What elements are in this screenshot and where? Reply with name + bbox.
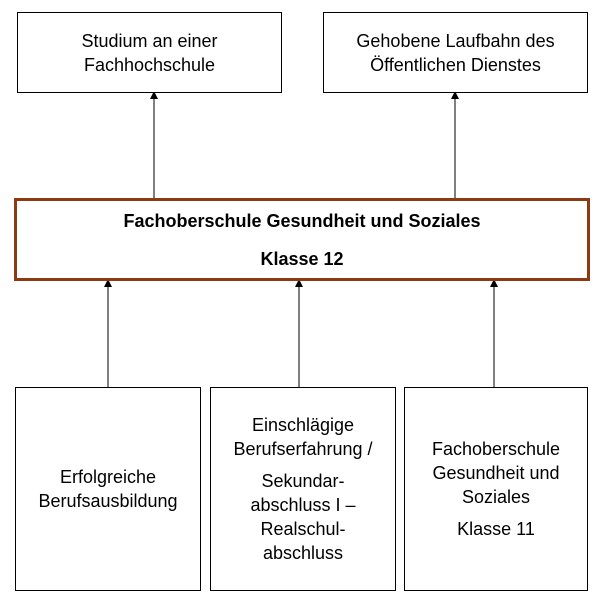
box-text-line: Realschul- [260, 519, 346, 539]
box-text-line: Fachhochschule [83, 54, 216, 75]
box-berufserfahrung-realschulabschluss: Einschlägige Berufserfahrung / Sekundar-… [210, 387, 396, 591]
box-text-line: Klasse 11 [457, 519, 535, 539]
box-text-line: Soziales [461, 487, 531, 507]
box-berufsausbildung: Erfolgreiche Berufsausbildung [15, 387, 201, 591]
box-text-line: Gesundheit und [432, 463, 560, 483]
box-studium-fachhochschule: Studium an einer Fachhochschule [17, 12, 282, 93]
box-gehobene-laufbahn: Gehobene Laufbahn des Öffentlichen Diens… [323, 12, 588, 93]
box-text-line: abschluss [262, 543, 344, 563]
box-text-line: abschluss I – [250, 495, 356, 515]
box-text-line: Studium an einer [81, 30, 218, 51]
box-text-line: Öffentlichen Dienstes [370, 54, 541, 75]
box-subtitle: Klasse 12 [260, 248, 344, 269]
box-text-line: Erfolgreiche [59, 467, 157, 487]
box-fachoberschule-klasse-12: Fachoberschule Gesundheit und Soziales K… [14, 198, 590, 281]
box-text-line: Berufsausbildung [38, 491, 178, 511]
box-text-line: Sekundar- [261, 471, 345, 491]
box-fachoberschule-klasse-11: Fachoberschule Gesundheit und Soziales K… [404, 387, 588, 591]
box-title: Fachoberschule Gesundheit und Soziales [123, 210, 481, 231]
box-text-line: Fachoberschule [431, 439, 561, 459]
box-text-line: Gehobene Laufbahn des [356, 30, 555, 51]
box-text-line: Einschlägige [251, 415, 355, 435]
box-text-line: Berufserfahrung / [233, 439, 373, 459]
